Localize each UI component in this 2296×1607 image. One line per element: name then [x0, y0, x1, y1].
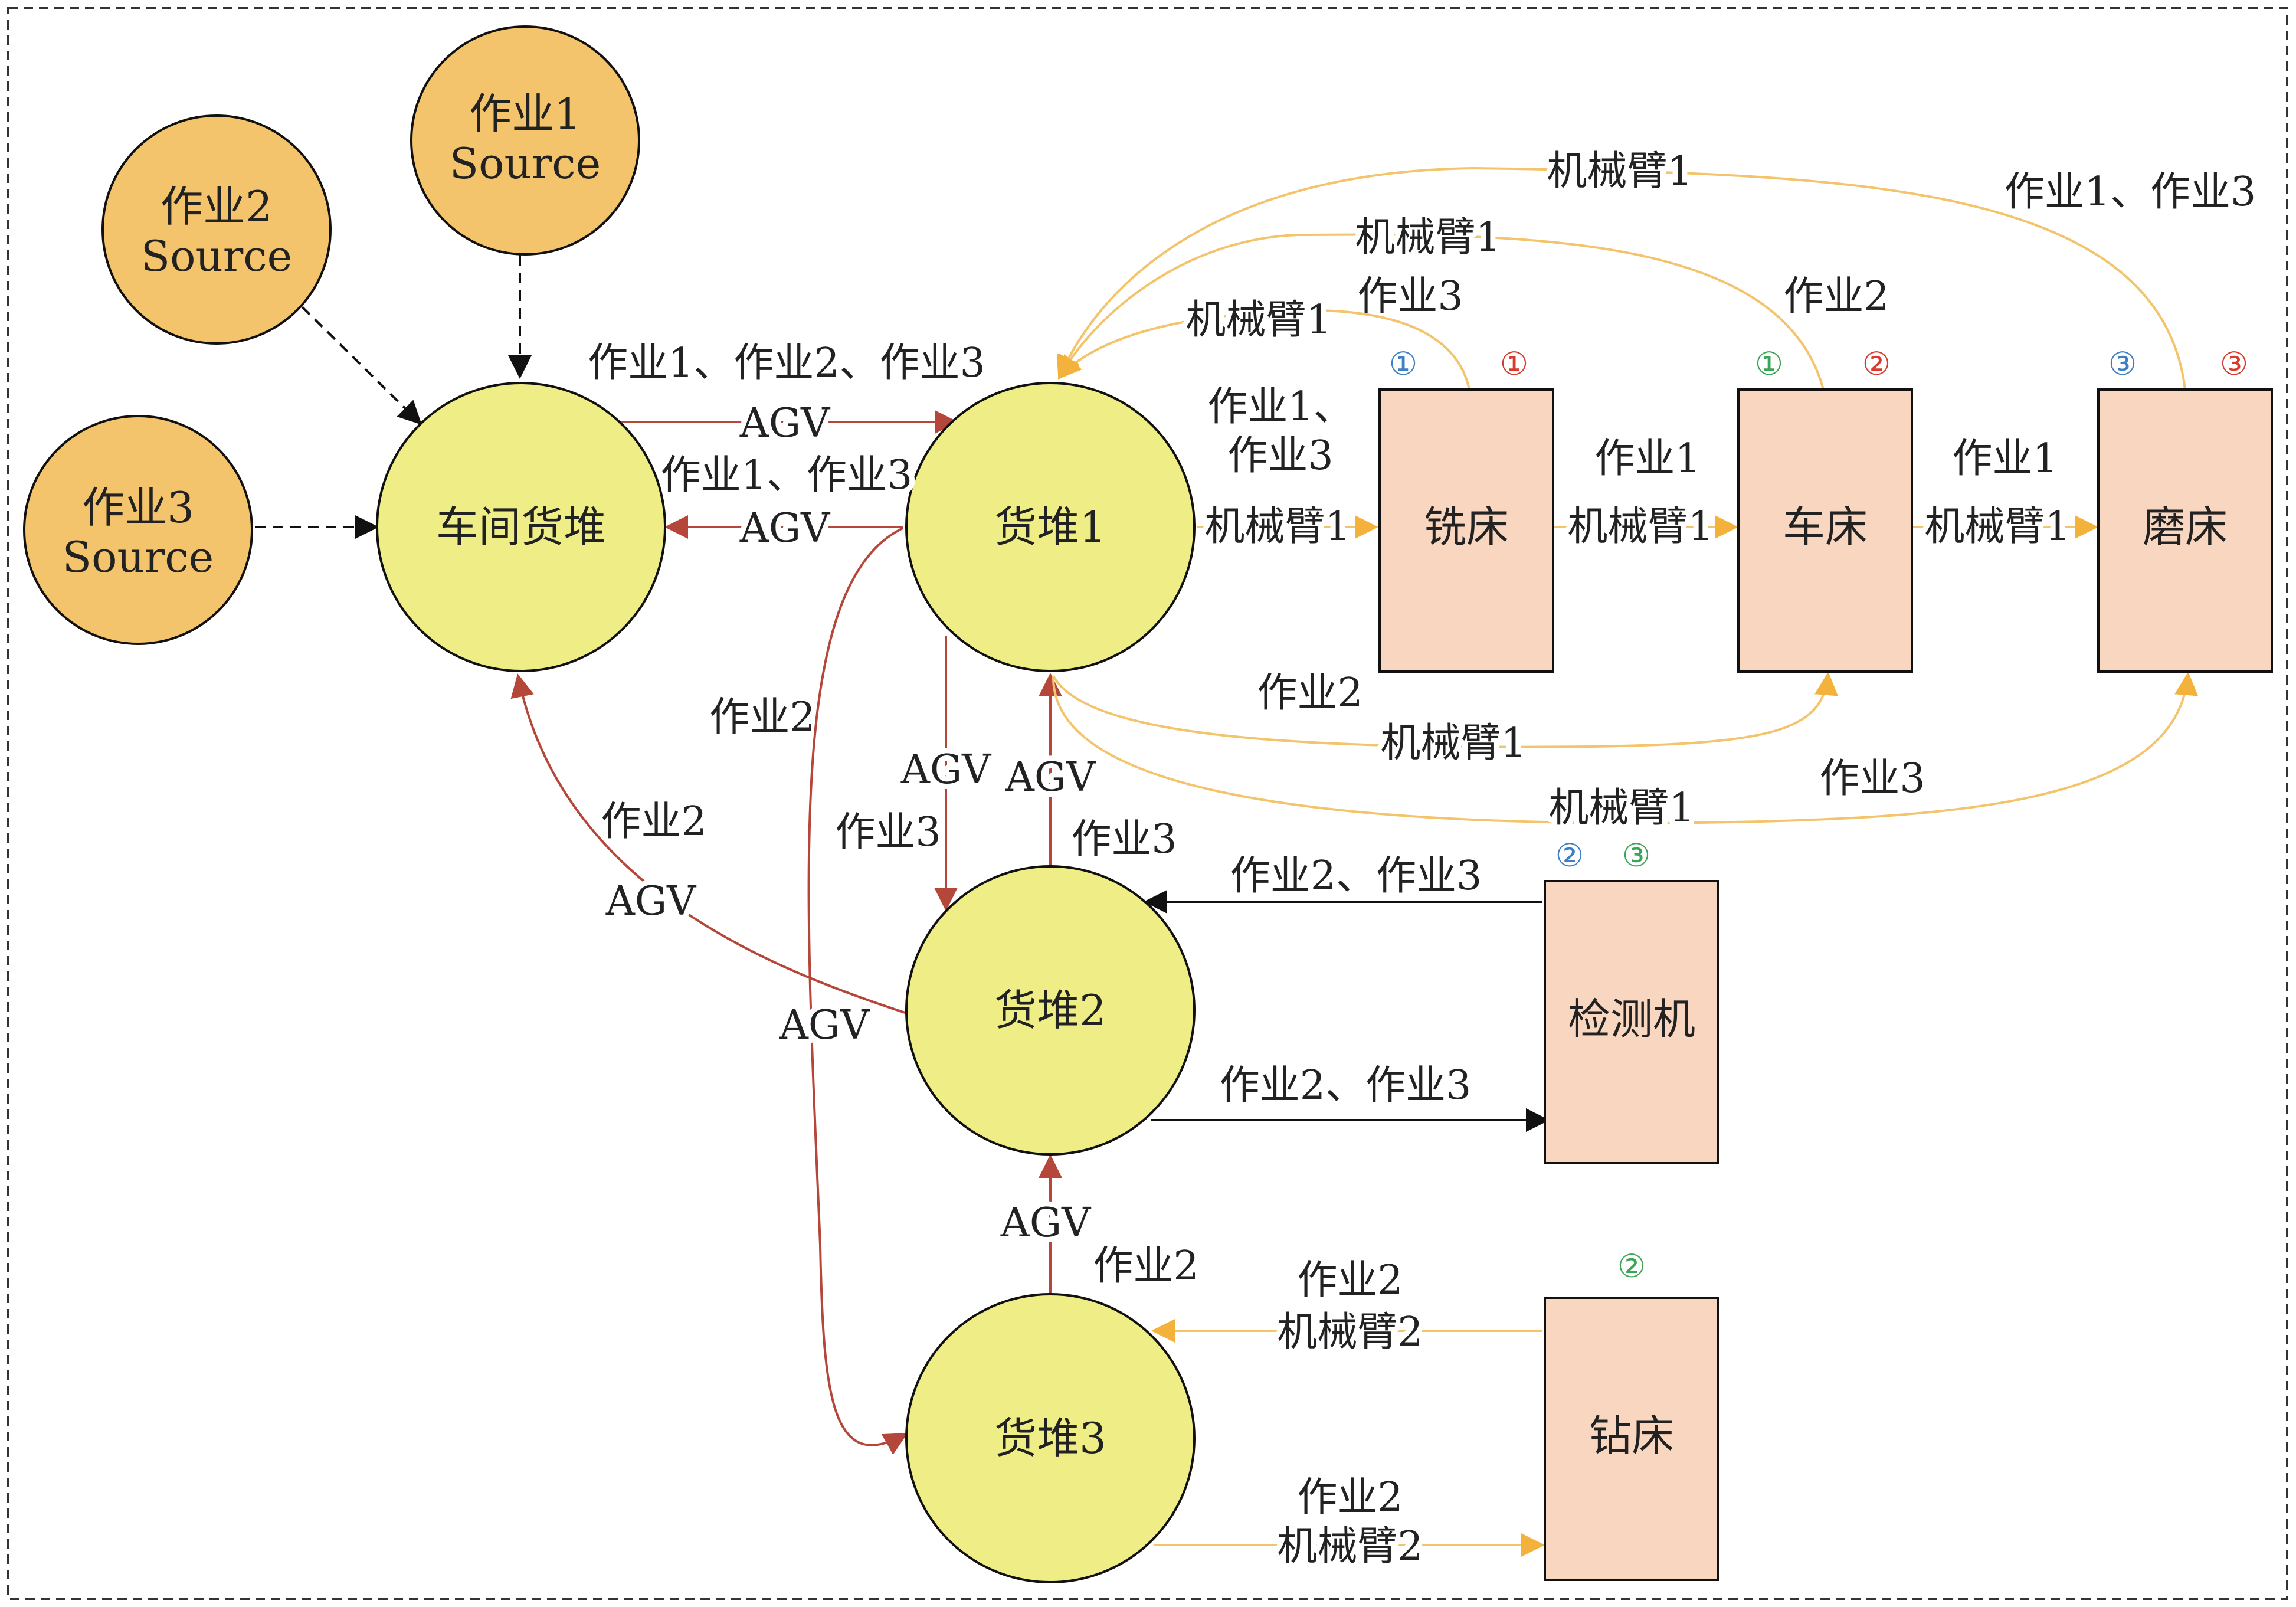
source-job1-sublabel: Source — [450, 139, 601, 188]
source-job1-label: 作业1 — [469, 89, 581, 139]
buffer-workshop: 车间货堆 — [376, 382, 666, 672]
label-b3-b2-agv: AGV — [1000, 1200, 1092, 1246]
edge-lathe-b1 — [1058, 233, 1825, 390]
mark-lathe-left: ① — [1755, 345, 1783, 382]
label-grinder-b1-jobs: 作业1、作业3 — [2005, 169, 2256, 215]
label-lathe-grinder-arm: 机械臂1 — [1924, 503, 2070, 550]
source-node-job1: 作业1 Source — [410, 25, 640, 256]
label-mill-b1-job: 作业3 — [1357, 273, 1463, 320]
label-lathe-b1-job: 作业2 — [1783, 273, 1889, 320]
label-ws-b1-agv: AGV — [739, 400, 831, 447]
label-grinder-b1-arm: 机械臂1 — [1547, 148, 1692, 195]
machine-lathe-label: 车床 — [1783, 502, 1868, 552]
label-b1-b3-agv: AGV — [779, 1002, 870, 1049]
label-b3-b2-job: 作业2 — [1093, 1243, 1198, 1289]
edge-source2-workshop — [301, 306, 422, 425]
label-b2-b1-job: 作业3 — [1071, 816, 1177, 863]
machine-inspect: 检测机 — [1544, 880, 1719, 1164]
label-b1-lathe-job: 作业2 — [1257, 670, 1362, 716]
source-job3-sublabel: Source — [63, 532, 214, 582]
machine-grinder-label: 磨床 — [2143, 502, 2228, 552]
source-node-job3: 作业3 Source — [23, 415, 253, 645]
label-b1-mill-arm: 机械臂1 — [1204, 503, 1350, 550]
source-job2-label: 作业2 — [161, 182, 273, 231]
label-drill-b3-arm: 机械臂2 — [1277, 1309, 1423, 1356]
label-lathe-b1-arm: 机械臂1 — [1355, 214, 1501, 261]
source-job3-label: 作业3 — [82, 483, 194, 532]
label-b2-b1-agv: AGV — [1005, 754, 1096, 801]
buffer-2-label: 货堆2 — [994, 986, 1106, 1035]
label-b1-mill-jobs-b: 作业3 — [1227, 433, 1333, 479]
label-b1-b2-agv: AGV — [900, 747, 992, 793]
edges — [255, 166, 2199, 1557]
buffer-2: 货堆2 — [905, 865, 1196, 1156]
edge-grinder-b1 — [1056, 166, 2186, 390]
mark-mill-right: ① — [1500, 345, 1528, 382]
source-node-job2: 作业2 Source — [101, 114, 332, 345]
mark-inspect-left: ② — [1555, 837, 1584, 874]
edge-b1-lathe — [1052, 672, 1838, 748]
machine-mill-label: 铣床 — [1424, 502, 1509, 552]
label-ws-b1-jobs: 作业1、作业2、作业3 — [588, 340, 985, 387]
label-b2-ws-job: 作业2 — [601, 798, 706, 845]
edge-b1-b3 — [807, 527, 908, 1455]
mark-drill: ② — [1617, 1248, 1646, 1285]
machine-mill: 铣床 — [1378, 388, 1554, 673]
machine-lathe: 车床 — [1737, 388, 1913, 673]
label-b1-ws-agv: AGV — [739, 505, 831, 552]
mark-grinder-left: ③ — [2108, 345, 2137, 382]
buffer-3-label: 货堆3 — [994, 1413, 1106, 1463]
label-b1-grinder-arm: 机械臂1 — [1548, 785, 1694, 832]
label-b1-b2-job: 作业3 — [835, 809, 941, 856]
source-job2-sublabel: Source — [141, 231, 292, 281]
label-b3-drill-job: 作业2 — [1297, 1474, 1403, 1521]
buffer-3: 货堆3 — [905, 1293, 1196, 1583]
edge-labels: 作业1、作业2、作业3 AGV 作业1、作业3 AGV 作业1、 作业3 机械臂… — [588, 143, 2256, 1575]
label-b2-inspect-jobs: 作业2、作业3 — [1220, 1062, 1472, 1109]
label-mill-b1-arm: 机械臂1 — [1185, 297, 1331, 343]
label-b1-b3-job: 作业2 — [709, 694, 815, 741]
machine-grinder: 磨床 — [2097, 388, 2273, 673]
label-b1-grinder-job: 作业3 — [1819, 755, 1925, 802]
label-mill-lathe-job: 作业1 — [1594, 436, 1700, 482]
edge-mill-b1 — [1057, 309, 1470, 390]
mark-lathe-right: ② — [1862, 345, 1891, 382]
mark-grinder-right: ③ — [2220, 345, 2248, 382]
machine-drill-label: 钻床 — [1589, 1411, 1674, 1461]
label-lathe-grinder-job: 作业1 — [1952, 436, 2058, 482]
label-b1-ws-jobs: 作业1、作业3 — [661, 452, 913, 499]
diagram-frame — [7, 7, 2288, 1600]
label-mill-lathe-arm: 机械臂1 — [1567, 503, 1713, 550]
label-b1-mill-jobs-a: 作业1、 — [1207, 384, 1353, 430]
buffer-workshop-label: 车间货堆 — [436, 502, 606, 552]
edge-b1-grinder — [1052, 672, 2199, 825]
edge-b2-workshop — [510, 673, 909, 1015]
buffer-1: 货堆1 — [905, 382, 1196, 672]
label-b1-lathe-arm: 机械臂1 — [1380, 720, 1526, 767]
label-b3-drill-arm: 机械臂2 — [1277, 1523, 1423, 1570]
machine-drill: 钻床 — [1544, 1297, 1719, 1581]
machine-inspect-label: 检测机 — [1568, 994, 1695, 1044]
mark-inspect-right: ③ — [1622, 837, 1650, 874]
mark-mill-left: ① — [1389, 345, 1417, 382]
label-b2-ws-agv: AGV — [605, 878, 697, 925]
buffer-1-label: 货堆1 — [994, 502, 1106, 552]
machine-marks: ① ① ① ② ③ ③ ② ③ ② — [1389, 345, 2248, 1285]
label-drill-b3-job: 作业2 — [1297, 1257, 1403, 1304]
label-inspect-b2-jobs: 作业2、作业3 — [1230, 853, 1482, 899]
